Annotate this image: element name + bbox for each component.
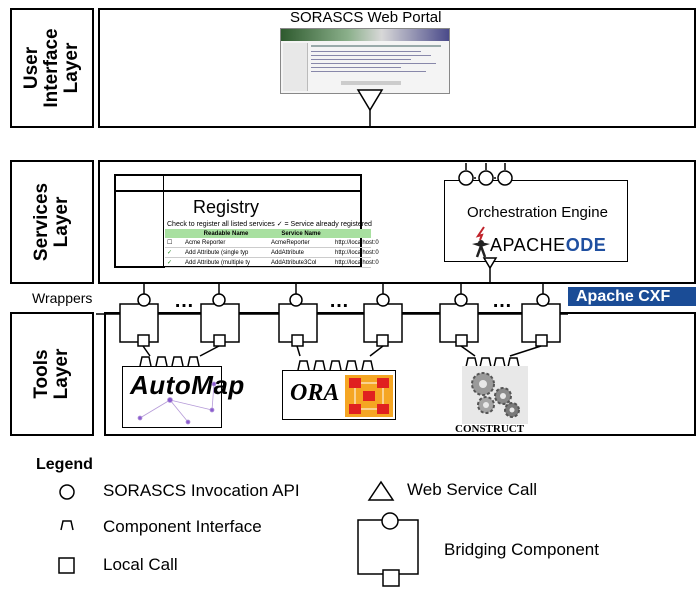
legend-bridging-circle xyxy=(381,512,399,530)
tools-layer-text: Tools Layer xyxy=(31,348,72,400)
invocation-api-icon xyxy=(289,293,303,307)
apache-feather-icon xyxy=(470,226,492,258)
orchestration-engine-title: Orchestration Engine xyxy=(467,204,608,221)
registry-checkbox[interactable]: ☐ xyxy=(165,238,183,248)
registry-cell: AcmeReporter xyxy=(269,238,333,248)
legend-invocation-api: SORASCS Invocation API xyxy=(103,481,300,500)
orchestration-engine-box xyxy=(444,180,628,262)
tools-layer-label-box xyxy=(10,312,94,436)
registry-table: Readable Name Service Name ☐ Acme Report… xyxy=(165,229,379,268)
table-row: ✓ Add Attribute (multiple ty AddAttribut… xyxy=(165,257,379,268)
invocation-api-icon xyxy=(536,293,550,307)
portal-screenshot xyxy=(280,28,450,94)
registry-col-header xyxy=(165,229,183,238)
invocation-api-icon xyxy=(376,293,390,307)
table-row: ☐ Acme Reporter AcmeReporter http://loca… xyxy=(165,238,379,248)
apache-ode-apache: APACHE xyxy=(490,235,566,255)
legend-web-service-call: Web Service Call xyxy=(407,480,538,499)
registry-col-header: Service Name xyxy=(269,229,333,238)
legend-component-interface: Component Interface xyxy=(103,517,262,536)
registry-cell: Acme Reporter xyxy=(183,238,269,248)
wrappers-label: Wrappers xyxy=(32,290,93,306)
registry-header-line xyxy=(114,190,362,192)
invocation-api-icon xyxy=(454,293,468,307)
registry-cell: Add Attribute (multiple ty xyxy=(183,257,269,268)
registry-col-header: Readable Name xyxy=(183,229,269,238)
ora-logo: ORA xyxy=(290,380,340,406)
wrapper-ellipsis: … xyxy=(492,290,512,312)
registry-cell: http://localhost:0 xyxy=(333,257,379,268)
registry-header-row: Readable Name Service Name xyxy=(165,229,371,238)
registry-cell: AddAttribute3Col xyxy=(269,257,333,268)
legend-triangle-icon xyxy=(367,480,395,501)
automap-logo: AutoMap xyxy=(130,370,245,400)
legend-circle-icon xyxy=(59,484,75,500)
legend-local-call: Local Call xyxy=(103,555,178,574)
services-layer-label-box xyxy=(10,160,94,284)
legend-bridging-component: Bridging Component xyxy=(444,540,599,559)
invocation-api-icon xyxy=(212,293,226,307)
wrapper-ellipsis: … xyxy=(329,290,349,312)
portal-title: SORASCS Web Portal xyxy=(290,9,442,26)
wrapper-ellipsis: … xyxy=(174,290,194,312)
invocation-api-icon xyxy=(137,293,151,307)
registry-cell: AddAttribute xyxy=(269,247,333,258)
apache-ode-ode: ODE xyxy=(565,235,607,255)
services-layer-text: Services Layer xyxy=(31,182,72,262)
apache-cxf-banner: Apache CXF xyxy=(568,287,696,306)
legend-bridging-icon xyxy=(357,519,419,575)
legend-title: Legend xyxy=(36,456,93,473)
registry-title: Registry xyxy=(193,197,260,217)
apache-ode-logo: APACHEODE xyxy=(490,235,606,256)
legend-bridging-square xyxy=(382,569,400,587)
registry-check: ✓ xyxy=(165,247,183,258)
legend-square-icon xyxy=(58,557,75,574)
registry-col-divider xyxy=(163,174,164,268)
table-row: ✓ Add Attribute (single typ AddAttribute… xyxy=(165,247,379,258)
registry-cell: Add Attribute (single typ xyxy=(183,247,269,258)
ui-layer-label: User Interface Layer xyxy=(10,8,94,128)
registry-note: Check to register all listed services ✓ … xyxy=(167,221,372,228)
construct-logo: CONSTRUCT xyxy=(455,423,525,435)
services-layer-label: Services Layer xyxy=(10,160,94,284)
registry-cell: http://localhost:0 xyxy=(333,247,379,258)
registry-cell: http://localhost:0 xyxy=(333,238,379,248)
registry-col-header xyxy=(333,229,371,238)
ui-layer-label-box xyxy=(10,8,94,128)
tools-layer-label: Tools Layer xyxy=(10,312,94,436)
registry-check: ✓ xyxy=(165,257,183,268)
ui-layer-text: User Interface Layer xyxy=(21,28,82,108)
legend-trapezoid-icon xyxy=(60,520,74,531)
